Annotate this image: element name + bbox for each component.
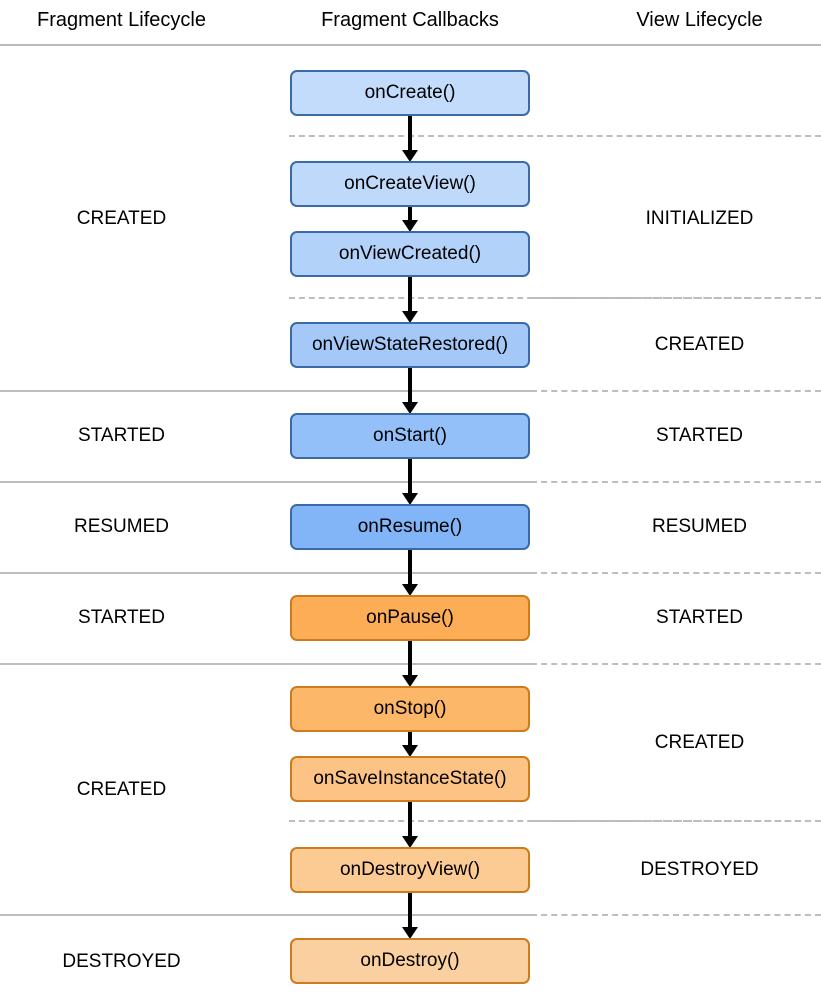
- callback-label: onViewStateRestored(): [311, 334, 509, 355]
- view-state-separator-callbacks-span: [289, 297, 821, 299]
- arrow-head: [402, 745, 418, 757]
- column-header-view-lifecycle: View Lifecycle: [636, 9, 763, 31]
- fragment-state-label-frag-created-2: CREATED: [76, 779, 167, 800]
- fragment-state-label-frag-started-1: STARTED: [78, 425, 165, 446]
- fragment-state-label-frag-started-2: STARTED: [78, 607, 165, 628]
- view-state-label-view-destroyed: DESTROYED: [640, 859, 759, 880]
- arrow-shaft: [408, 459, 412, 494]
- callback-box-on-start[interactable]: onStart(): [290, 413, 530, 459]
- view-state-separator: [531, 481, 821, 483]
- arrow-head: [402, 836, 418, 848]
- fragment-state-separator: [0, 572, 531, 574]
- arrow-shaft: [408, 802, 412, 837]
- callback-box-on-create-view[interactable]: onCreateView(): [290, 161, 530, 207]
- callback-label: onCreate(): [364, 82, 456, 103]
- arrow-shaft: [408, 550, 412, 585]
- arrow-shaft: [408, 207, 412, 221]
- view-state-separator: [531, 390, 821, 392]
- view-state-label-view-started-1: STARTED: [656, 425, 743, 446]
- fragment-state-separator: [0, 481, 531, 483]
- view-state-separator-callbacks-span: [289, 135, 821, 137]
- arrow-head: [402, 220, 418, 232]
- view-state-label-view-started-2: STARTED: [656, 607, 743, 628]
- callback-label: onCreateView(): [344, 173, 476, 194]
- callback-box-on-save-instance-state[interactable]: onSaveInstanceState(): [290, 756, 530, 802]
- arrow-shaft: [408, 641, 412, 676]
- arrow-head: [402, 675, 418, 687]
- view-state-separator: [531, 914, 821, 916]
- fragment-state-separator: [0, 914, 531, 916]
- column-header-fragment-lifecycle: Fragment Lifecycle: [37, 9, 206, 31]
- arrow-shaft: [408, 893, 412, 928]
- arrow-head: [402, 584, 418, 596]
- view-state-separator: [531, 572, 821, 574]
- arrow-shaft: [408, 368, 412, 403]
- fragment-state-separator: [0, 663, 531, 665]
- view-state-label-view-resumed: RESUMED: [651, 516, 747, 537]
- view-state-label-view-created-2: CREATED: [654, 732, 745, 753]
- callback-label: onStart(): [373, 425, 447, 446]
- callback-box-on-pause[interactable]: onPause(): [290, 595, 530, 641]
- callback-label: onStop(): [373, 698, 447, 719]
- arrow-head: [402, 311, 418, 323]
- arrow-shaft: [408, 732, 412, 746]
- callback-label: onSaveInstanceState(): [313, 768, 507, 789]
- callback-box-on-destroy-view[interactable]: onDestroyView(): [290, 847, 530, 893]
- fragment-state-separator: [0, 390, 531, 392]
- fragment-state-label-frag-created-1: CREATED: [76, 208, 167, 229]
- view-state-separator-callbacks-span: [289, 820, 821, 822]
- view-state-separator: [531, 663, 821, 665]
- header-divider: [0, 44, 821, 46]
- arrow-head: [402, 150, 418, 162]
- callback-box-on-create[interactable]: onCreate(): [290, 70, 530, 116]
- arrow-head: [402, 927, 418, 939]
- view-state-label-view-initialized: INITIALIZED: [645, 208, 754, 229]
- fragment-state-label-frag-resumed: RESUMED: [73, 516, 169, 537]
- arrow-head: [402, 493, 418, 505]
- column-header-fragment-callbacks: Fragment Callbacks: [321, 9, 499, 31]
- callback-box-on-resume[interactable]: onResume(): [290, 504, 530, 550]
- callback-label: onResume(): [357, 516, 463, 537]
- arrow-head: [402, 402, 418, 414]
- arrow-shaft: [408, 277, 412, 312]
- callback-box-on-view-state-restored[interactable]: onViewStateRestored(): [290, 322, 530, 368]
- callback-box-on-stop[interactable]: onStop(): [290, 686, 530, 732]
- callback-label: onPause(): [366, 607, 454, 628]
- arrow-shaft: [408, 116, 412, 151]
- callback-box-on-destroy[interactable]: onDestroy(): [290, 938, 530, 984]
- callback-box-on-view-created[interactable]: onViewCreated(): [290, 231, 530, 277]
- column-headers: Fragment Lifecycle Fragment Callbacks Vi…: [0, 0, 821, 45]
- fragment-state-label-frag-destroyed: DESTROYED: [62, 951, 181, 972]
- callback-label: onViewCreated(): [338, 243, 482, 264]
- view-state-label-view-created-1: CREATED: [654, 334, 745, 355]
- callback-label: onDestroy(): [360, 950, 460, 971]
- callback-label: onDestroyView(): [339, 859, 481, 880]
